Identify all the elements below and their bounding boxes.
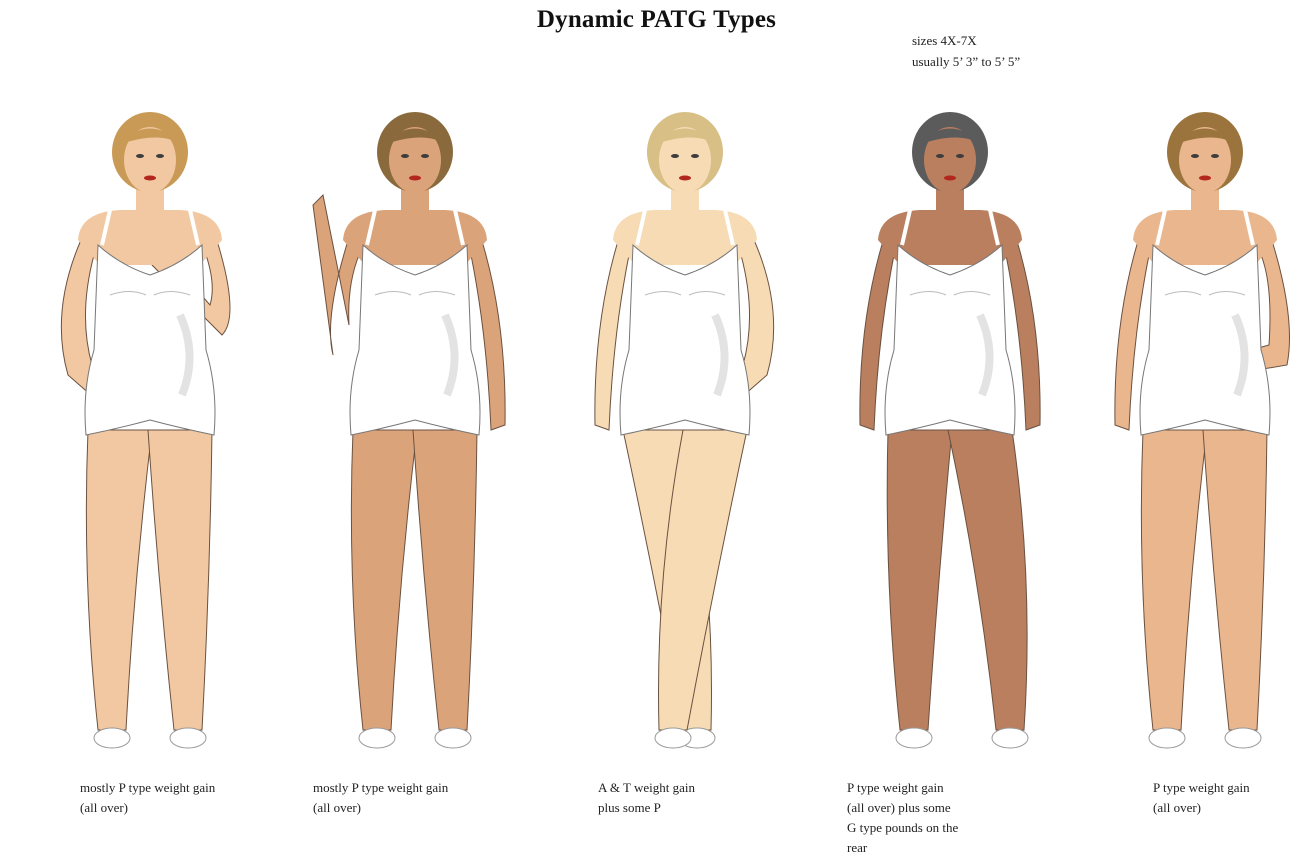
left-leg xyxy=(1141,430,1207,730)
caption-5: P type weight gain (all over) xyxy=(1153,778,1250,818)
left-shoe xyxy=(896,728,932,748)
caption-1-line-1: mostly P type weight gain xyxy=(80,778,215,798)
right-shoe xyxy=(655,728,691,748)
caption-4-line-2: (all over) plus some xyxy=(847,798,958,818)
left-shoe xyxy=(94,728,130,748)
caption-4-line-1: P type weight gain xyxy=(847,778,958,798)
left-eye xyxy=(671,154,679,158)
left-eye xyxy=(136,154,144,158)
figure-2-illustration xyxy=(285,90,545,770)
caption-3-line-2: plus some P xyxy=(598,798,695,818)
figure-1-illustration xyxy=(20,90,280,770)
caption-3-line-1: A & T weight gain xyxy=(598,778,695,798)
lips xyxy=(409,176,421,181)
right-shoe xyxy=(435,728,471,748)
right-leg xyxy=(948,430,1027,730)
caption-4: P type weight gain (all over) plus some … xyxy=(847,778,958,858)
size-note-line-1: sizes 4X-7X xyxy=(912,30,1020,51)
caption-1-line-2: (all over) xyxy=(80,798,215,818)
left-leg xyxy=(887,430,952,730)
lips xyxy=(144,176,156,181)
caption-2-line-2: (all over) xyxy=(313,798,448,818)
caption-5-line-2: (all over) xyxy=(1153,798,1250,818)
figure-3 xyxy=(555,90,815,770)
figure-4-illustration xyxy=(820,90,1080,770)
figure-4 xyxy=(820,90,1080,770)
swimsuit xyxy=(350,245,480,435)
size-note: sizes 4X-7X usually 5’ 3” to 5’ 5” xyxy=(912,30,1020,72)
figure-5 xyxy=(1075,90,1313,770)
caption-2-line-1: mostly P type weight gain xyxy=(313,778,448,798)
left-leg xyxy=(351,430,417,730)
size-note-line-2: usually 5’ 3” to 5’ 5” xyxy=(912,51,1020,72)
lips xyxy=(679,176,691,181)
right-leg xyxy=(413,430,477,730)
left-leg xyxy=(86,430,152,730)
swimsuit xyxy=(885,245,1015,435)
swimsuit xyxy=(1140,245,1270,435)
caption-4-line-3: G type pounds on the xyxy=(847,818,958,838)
right-eye xyxy=(421,154,429,158)
lips xyxy=(944,176,956,181)
left-eye xyxy=(936,154,944,158)
figure-1 xyxy=(20,90,280,770)
figure-3-illustration xyxy=(555,90,815,770)
right-eye xyxy=(156,154,164,158)
right-shoe xyxy=(992,728,1028,748)
page-title: Dynamic PATG Types xyxy=(0,6,1313,34)
right-leg xyxy=(148,430,212,730)
figure-2 xyxy=(285,90,545,770)
lips xyxy=(1199,176,1211,181)
left-eye xyxy=(1191,154,1199,158)
caption-1: mostly P type weight gain (all over) xyxy=(80,778,215,818)
caption-4-line-4: rear xyxy=(847,838,958,858)
right-eye xyxy=(691,154,699,158)
caption-3: A & T weight gain plus some P xyxy=(598,778,695,818)
right-shoe xyxy=(170,728,206,748)
left-shoe xyxy=(359,728,395,748)
left-shoe xyxy=(1149,728,1185,748)
caption-2: mostly P type weight gain (all over) xyxy=(313,778,448,818)
swimsuit xyxy=(85,245,215,435)
right-shoe xyxy=(1225,728,1261,748)
swimsuit xyxy=(620,245,750,435)
figure-5-illustration xyxy=(1075,90,1313,770)
left-arm xyxy=(313,195,359,355)
right-eye xyxy=(956,154,964,158)
right-eye xyxy=(1211,154,1219,158)
right-leg xyxy=(1203,430,1267,730)
caption-5-line-1: P type weight gain xyxy=(1153,778,1250,798)
left-eye xyxy=(401,154,409,158)
